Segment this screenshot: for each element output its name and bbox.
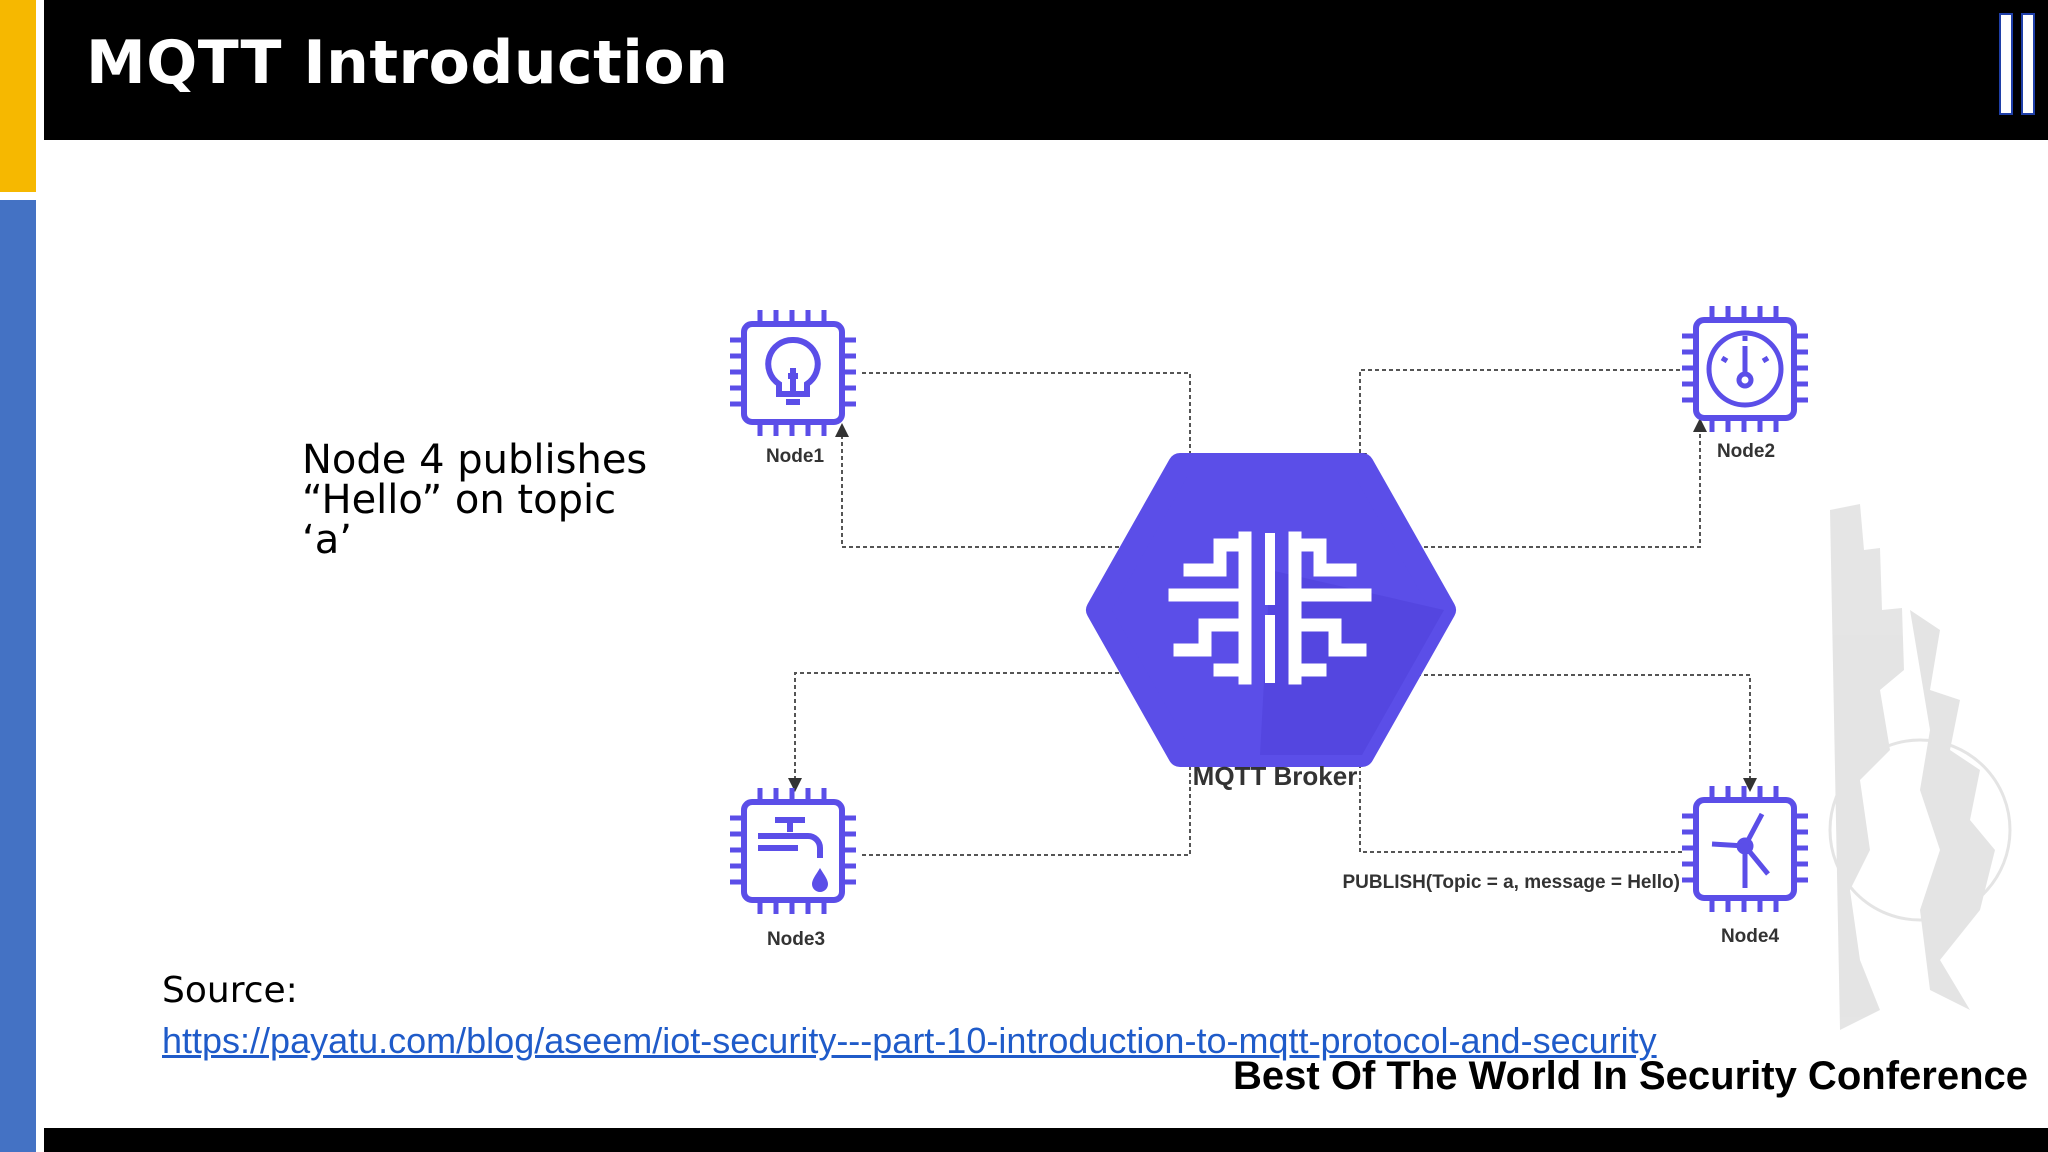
accent-bar-gap bbox=[0, 192, 36, 200]
conference-name: Best Of The World In Security Conference bbox=[1233, 1054, 2028, 1098]
watermark-skyline-icon bbox=[1828, 504, 2012, 1030]
title-bar bbox=[44, 0, 2048, 140]
source-label: Source: bbox=[162, 970, 298, 1011]
accent-bar-blue bbox=[0, 200, 36, 1152]
brain-icon bbox=[1168, 531, 1372, 685]
accent-bar-edge bbox=[36, 0, 44, 1152]
node3-label: Node3 bbox=[767, 929, 825, 950]
wind-turbine-icon bbox=[1711, 812, 1770, 888]
footer-bar bbox=[44, 1128, 2048, 1152]
gauge-icon bbox=[1706, 330, 1784, 408]
connection-lines bbox=[788, 369, 1757, 856]
slide-title: MQTT Introduction bbox=[86, 28, 729, 98]
node2-chip bbox=[1682, 306, 1808, 432]
accent-bar-yellow bbox=[0, 0, 36, 192]
node4-label: Node4 bbox=[1721, 926, 1780, 947]
faucet-icon bbox=[758, 817, 828, 892]
broker-hexagon bbox=[1086, 453, 1456, 767]
node3-chip bbox=[730, 788, 856, 914]
publish-label: PUBLISH(Topic = a, message = Hello) bbox=[1342, 872, 1680, 893]
node2-label: Node2 bbox=[1717, 441, 1775, 462]
node4-chip bbox=[1682, 786, 1808, 912]
mqtt-diagram: MQTT Broker Node1 Nod bbox=[730, 306, 1808, 950]
logo-icon bbox=[1999, 13, 2035, 115]
node1-label: Node1 bbox=[766, 446, 825, 467]
description-text: Node 4 publishes “Hello” on topic ‘a’ bbox=[302, 437, 648, 563]
node1-chip bbox=[730, 310, 856, 436]
lightbulb-icon bbox=[765, 336, 821, 405]
broker-label: MQTT Broker bbox=[1193, 761, 1358, 791]
source-link[interactable]: https://payatu.com/blog/aseem/iot-securi… bbox=[162, 1020, 1657, 1061]
